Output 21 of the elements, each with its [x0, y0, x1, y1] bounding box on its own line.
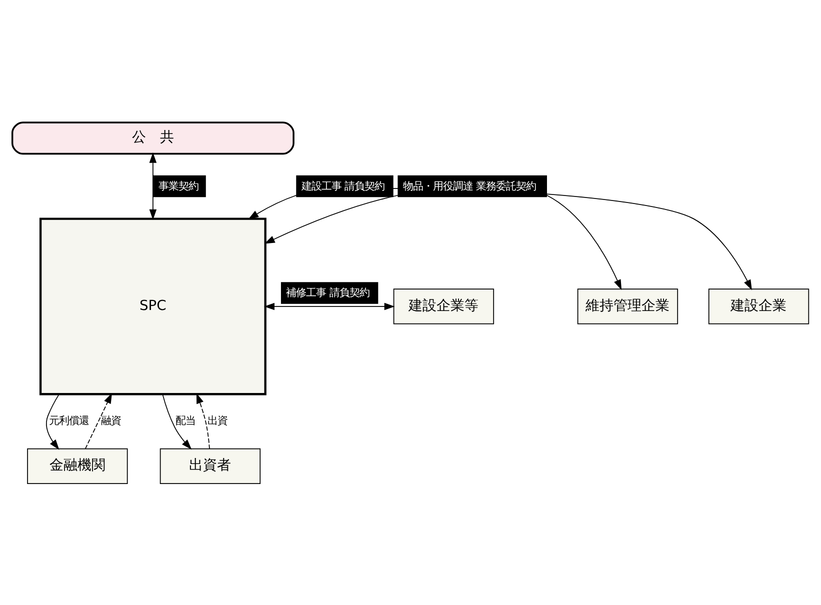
arrow	[149, 152, 157, 220]
edge-label: 出資	[208, 414, 228, 427]
node-box: 維持管理企業	[577, 288, 678, 324]
edge-label: 配当	[175, 414, 196, 427]
node-box: 出資者	[160, 448, 261, 484]
node-box: 金融機関	[27, 448, 128, 484]
arrow	[196, 392, 210, 449]
arrow	[46, 393, 60, 450]
edge-label: 建設工事 請負契約	[301, 180, 385, 192]
edge-label: 元利償還	[49, 414, 90, 427]
arrow	[84, 392, 112, 449]
arrow	[264, 302, 395, 310]
node-box: 建設企業等	[393, 288, 494, 324]
arrow	[162, 393, 192, 450]
edge-label: 事業契約	[158, 180, 199, 192]
node-box: SPC	[39, 217, 266, 395]
edge-label: 融資	[100, 414, 121, 427]
edge-label: 物品・用役調達 業務委託契約	[402, 180, 536, 192]
node-box: 建設企業	[708, 288, 810, 324]
edge-label: 補修工事 請負契約	[286, 286, 370, 299]
node-box: 公 共	[11, 121, 294, 154]
